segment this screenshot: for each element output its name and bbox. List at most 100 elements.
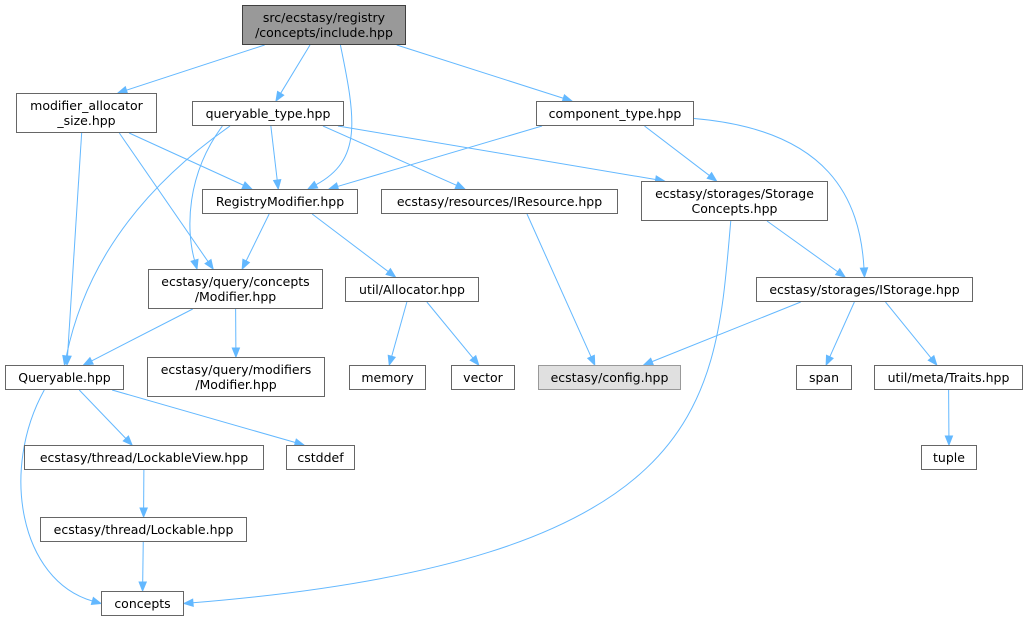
node-lockable-view-hpp[interactable]: ecstasy/thread/LockableView.hpp	[24, 445, 264, 470]
edge-arrowhead	[834, 267, 847, 278]
node-config-hpp[interactable]: ecstasy/config.hpp	[538, 365, 681, 390]
edge-arrowhead	[231, 347, 241, 359]
node-tuple[interactable]: tuple	[921, 445, 977, 470]
node-cstddef[interactable]: cstddef	[286, 445, 355, 470]
node-label-line: ecstasy/storages/Storage	[655, 186, 814, 201]
edge-arrowhead	[138, 581, 148, 593]
node-label-line: util/meta/Traits.hpp	[887, 370, 1010, 385]
edge-queryable-to-lockable_view	[78, 389, 127, 439]
node-label-line: ecstasy/config.hpp	[550, 370, 669, 385]
edge-arrowhead	[306, 180, 319, 190]
edge-storage_concepts-to-istorage	[766, 220, 838, 273]
node-storage-concepts-hpp[interactable]: ecstasy/storages/Storage Concepts.hpp	[641, 181, 828, 221]
edge-arrowhead	[586, 354, 596, 367]
edge-lockable-to-concepts	[142, 541, 144, 583]
edge-allocator-to-memory	[391, 301, 408, 357]
node-label-line: vector	[463, 370, 503, 385]
edge-arrowhead	[82, 356, 95, 366]
edge-arrowhead	[90, 596, 103, 606]
node-label-line: ecstasy/storages/IStorage.hpp	[769, 282, 960, 297]
edge-allocator-to-vector	[426, 301, 474, 359]
edge-istorage-to-config	[651, 301, 801, 363]
edge-root-to-component_type	[396, 44, 564, 99]
node-label-line: RegistryModifier.hpp	[215, 194, 345, 209]
node-label-line: /concepts/include.hpp	[255, 25, 393, 40]
node-label-line: Queryable.hpp	[18, 370, 111, 385]
edge-queryable_type-to-registry_modifier	[270, 125, 278, 181]
edge-arrowhead	[204, 258, 214, 271]
node-root-include-hpp[interactable]: src/ecstasy/registry /concepts/include.h…	[242, 5, 406, 45]
node-label-line: Concepts.hpp	[691, 201, 778, 216]
edge-arrowhead	[190, 258, 199, 271]
edge-arrowhead	[241, 181, 253, 190]
node-label-line: cstddef	[297, 450, 344, 465]
node-span[interactable]: span	[796, 365, 852, 390]
node-queryable-hpp[interactable]: Queryable.hpp	[5, 365, 124, 390]
node-label-line: component_type.hpp	[548, 106, 682, 121]
edge-arrowhead	[642, 357, 655, 366]
edge-istorage-to-traits	[885, 301, 932, 359]
node-registry-modifier-hpp[interactable]: RegistryModifier.hpp	[202, 189, 358, 214]
edge-queryable_type-to-iresource	[322, 125, 457, 186]
edge-root-to-queryable_type	[280, 44, 311, 94]
node-iresource-hpp[interactable]: ecstasy/resources/IResource.hpp	[381, 189, 618, 214]
node-label-line: queryable_type.hpp	[205, 106, 331, 121]
edge-arrowhead	[275, 90, 285, 103]
edge-arrowhead	[454, 181, 467, 190]
edge-arrowhead	[387, 354, 397, 367]
node-vector[interactable]: vector	[451, 365, 515, 390]
node-label-line: /Modifier.hpp	[194, 289, 277, 304]
edge-arrowhead	[927, 354, 938, 367]
edge-arrowhead	[944, 435, 954, 447]
edge-arrowhead	[62, 354, 71, 367]
edge-registry_modifier-to-allocator	[311, 213, 389, 272]
edge-registry_modifier-to-query_concepts_modifier	[245, 213, 270, 262]
node-label-line: ecstasy/query/concepts	[161, 274, 310, 289]
node-query-modifiers-modifier-hpp[interactable]: ecstasy/query/modifiers /Modifier.hpp	[147, 357, 325, 397]
node-lockable-hpp[interactable]: ecstasy/thread/Lockable.hpp	[40, 517, 247, 542]
node-label-line: src/ecstasy/registry	[262, 10, 386, 25]
edge-arrowhead	[469, 354, 480, 367]
edge-modifier_allocator-to-queryable	[67, 132, 83, 357]
edge-root-to-modifier_allocator	[126, 44, 265, 91]
edge-arrowhead	[241, 258, 251, 271]
edge-queryable_type-to-query_concepts_modifier	[189, 125, 223, 261]
edge-component_type-to-storage_concepts	[644, 125, 710, 176]
edge-queryable-to-concepts	[20, 389, 93, 602]
node-label-line: span	[808, 370, 840, 385]
edge-queryable-to-cstddef	[111, 389, 296, 444]
node-concepts[interactable]: concepts	[101, 591, 184, 616]
edge-root-to-registry_modifier	[315, 44, 353, 186]
node-queryable-type-hpp[interactable]: queryable_type.hpp	[192, 101, 344, 126]
node-istorage-hpp[interactable]: ecstasy/storages/IStorage.hpp	[756, 277, 973, 302]
node-label-line: modifier_allocator	[30, 98, 143, 113]
edge-component_type-to-istorage	[693, 118, 865, 269]
node-memory[interactable]: memory	[349, 365, 426, 390]
node-modifier-allocator-size-hpp[interactable]: modifier_allocator _size.hpp	[16, 93, 157, 133]
edge-iresource-to-config	[526, 213, 592, 357]
node-label-line: _size.hpp	[57, 113, 116, 128]
node-label-line: ecstasy/resources/IResource.hpp	[396, 194, 603, 209]
node-allocator-hpp[interactable]: util/Allocator.hpp	[345, 277, 479, 302]
edge-queryable_type-to-storage_concepts	[337, 125, 656, 180]
edge-arrowhead	[272, 179, 282, 191]
edge-istorage-to-span	[829, 301, 855, 357]
node-traits-hpp[interactable]: util/meta/Traits.hpp	[874, 365, 1023, 390]
edge-modifier_allocator-to-registry_modifier	[128, 132, 244, 186]
node-query-concepts-modifier-hpp[interactable]: ecstasy/query/concepts /Modifier.hpp	[148, 269, 323, 309]
node-label-line: ecstasy/thread/LockableView.hpp	[39, 450, 249, 465]
node-label-line: ecstasy/thread/Lockable.hpp	[53, 522, 234, 537]
node-label-line: memory	[361, 370, 414, 385]
node-label-line: /Modifier.hpp	[195, 377, 277, 392]
edge-modifier_allocator-to-query_concepts_modifier	[118, 132, 209, 262]
edge-storage_concepts-to-concepts	[192, 220, 732, 604]
node-component-type-hpp[interactable]: component_type.hpp	[536, 101, 694, 126]
node-label-line: ecstasy/query/modifiers	[160, 362, 312, 377]
edge-arrowhead	[706, 171, 718, 182]
edge-arrowhead	[122, 435, 134, 446]
edge-query_concepts_modifier-to-queryable	[91, 308, 193, 362]
edge-arrowhead	[139, 507, 148, 519]
node-label-line: concepts	[114, 596, 171, 611]
